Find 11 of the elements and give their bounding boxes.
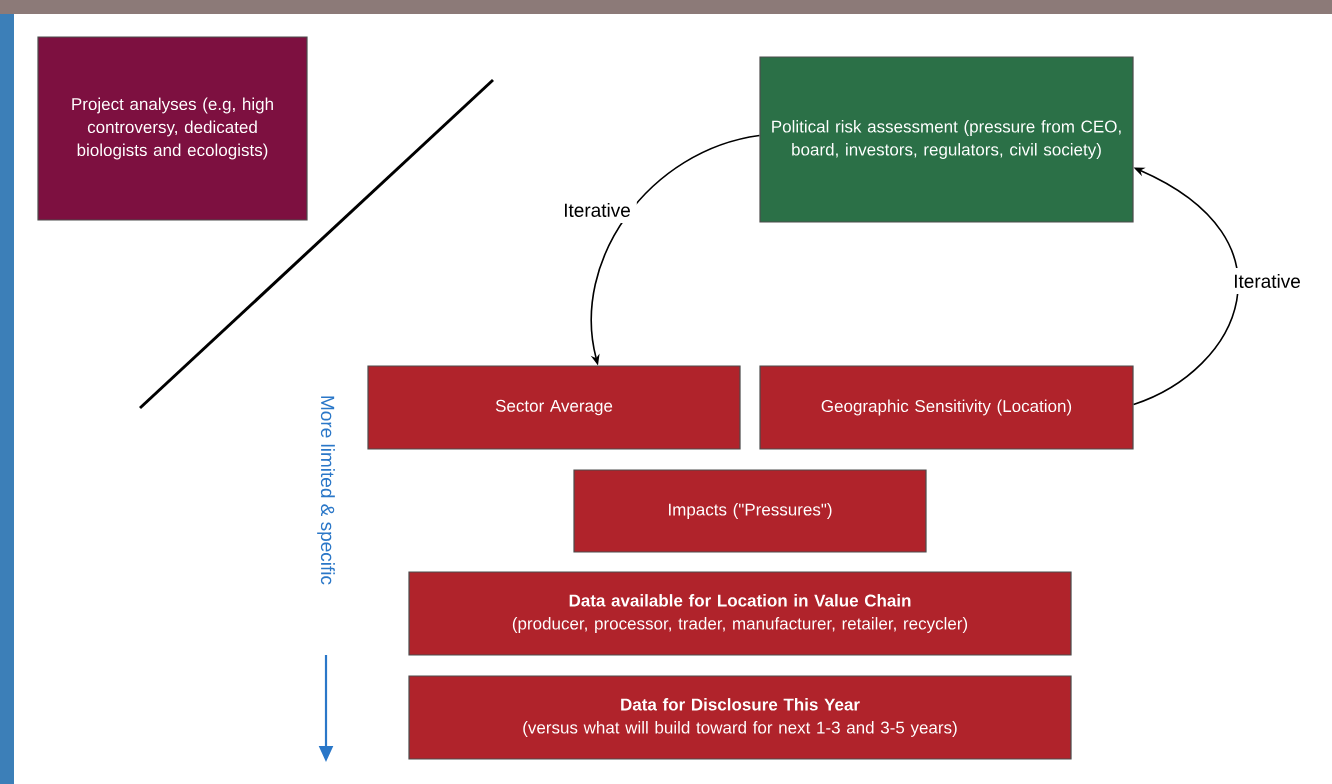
process-box: Geographic Sensitivity (Location): [759, 365, 1134, 450]
direction-label: More limited & specific: [317, 396, 335, 585]
process-box: Project analyses (e.g, high controversy, dedicated biologists and ecologists): [37, 36, 308, 221]
process-box: Data for Disclosure This Year (versus what will build toward for next 1-3 and 3-5 years): [408, 675, 1072, 760]
process-box: Data available for Location in Value Chain (producer, processor, trader, manufacturer, retailer, recycler): [408, 571, 1072, 656]
process-box: Impacts ("Pressures"): [573, 469, 927, 553]
edge-label: Iterative: [1227, 268, 1307, 294]
process-box: Political risk assessment (pressure from CEO, board, investors, regulators, civil society): [759, 56, 1134, 223]
curved-arrow: [1132, 167, 1239, 406]
process-box: Sector Average: [367, 365, 741, 450]
edge-label: Iterative: [557, 197, 637, 223]
